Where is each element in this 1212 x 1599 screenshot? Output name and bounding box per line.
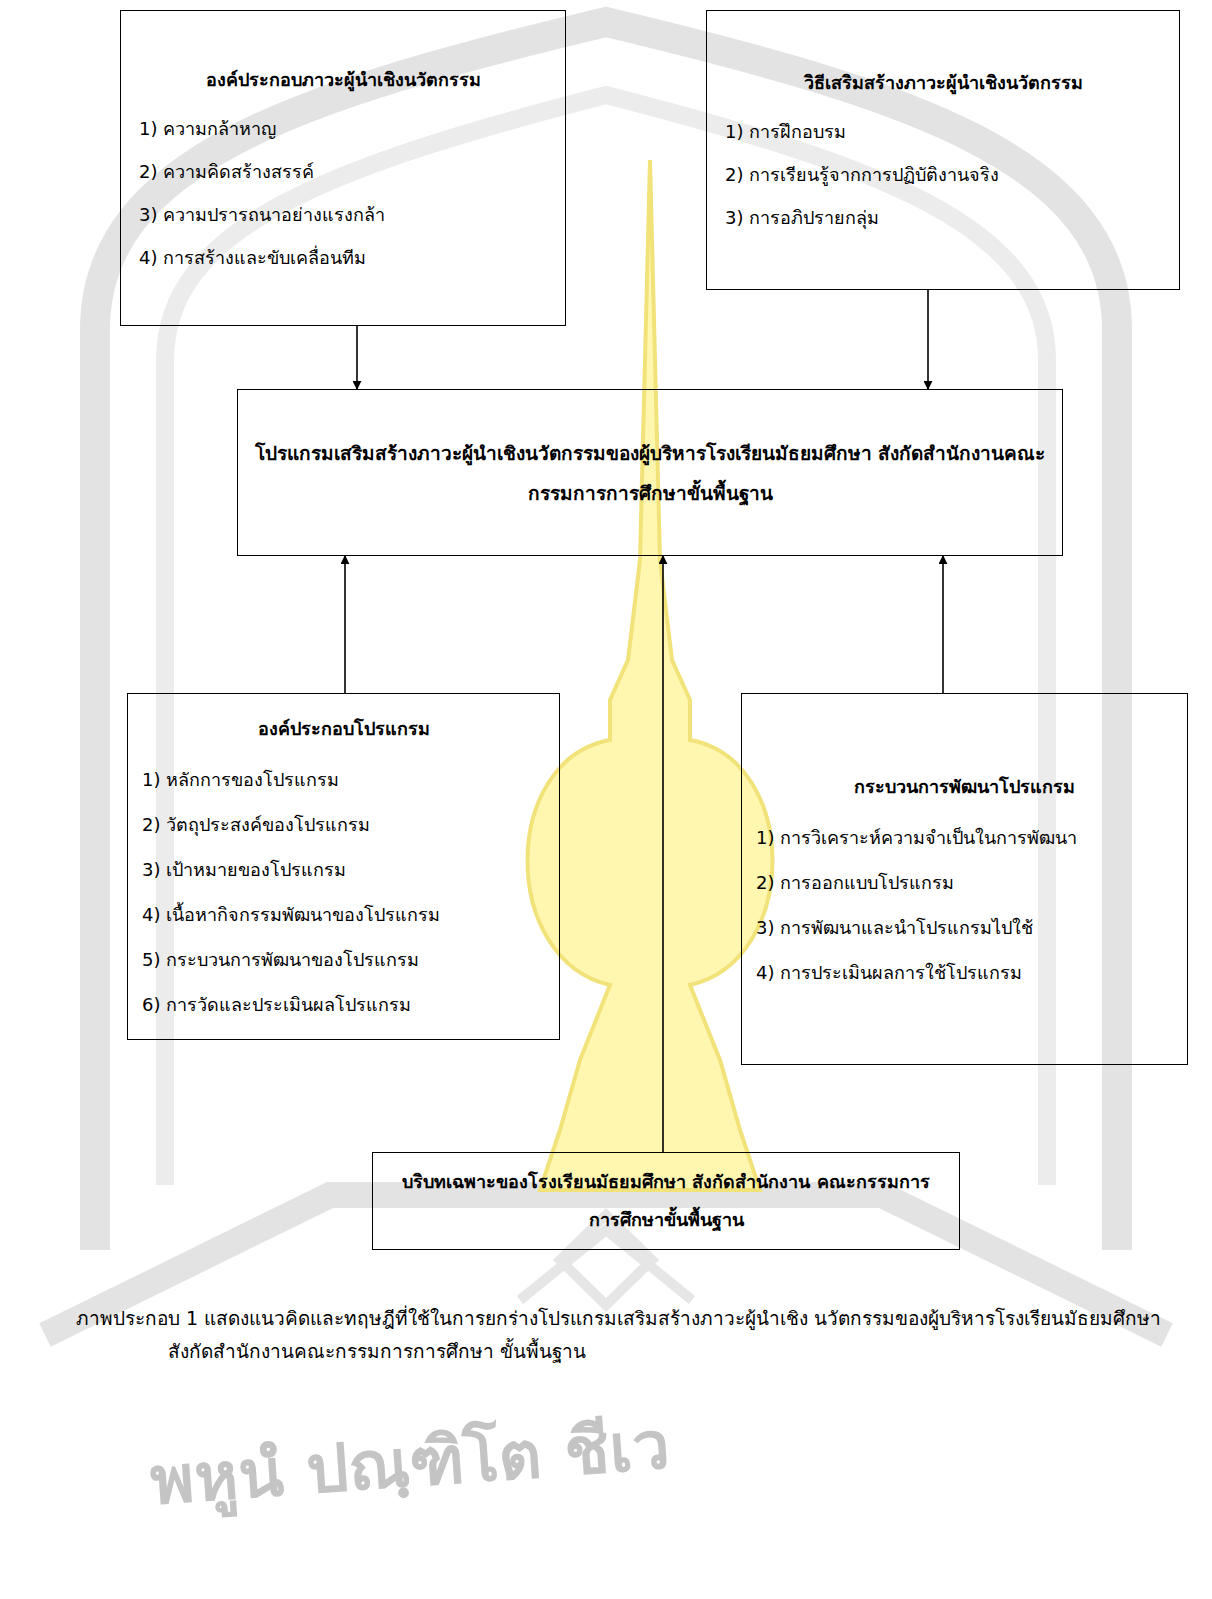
arrow-connector	[356, 326, 358, 389]
list-item: 6) การวัดและประเมินผลโปรแกรม	[142, 982, 545, 1027]
concept-box: บริบทเฉพาะของโรงเรียนมัธยมศึกษา สังกัดสำ…	[372, 1152, 960, 1250]
list-item: 1) ความกล้าหาญ	[139, 107, 547, 150]
box-heading: บริบทเฉพาะของโรงเรียนมัธยมศึกษา สังกัดสำ…	[387, 1163, 945, 1239]
list-item: 3) การอภิปรายกลุ่ม	[725, 196, 1161, 239]
arrow-connector	[942, 556, 944, 693]
list-item: 5) กระบวนการพัฒนาของโปรแกรม	[142, 937, 545, 982]
arrow-connector	[344, 556, 346, 693]
list-item: 1) หลักการของโปรแกรม	[142, 757, 545, 802]
arrow-connector	[927, 290, 929, 389]
list-item: 3) เป้าหมายของโปรแกรม	[142, 847, 545, 892]
concept-box: องค์ประกอบภาวะผู้นำเชิงนวัตกรรม 1) ความกล…	[120, 10, 566, 326]
concept-box: องค์ประกอบโปรแกรม 1) หลักการของโปรแกรม2) …	[127, 693, 560, 1040]
list-item: 4) การสร้างและขับเคลื่อนทีม	[139, 236, 547, 279]
concept-box: โปรแกรมเสริมสร้างภาวะผู้นำเชิงนวัตกรรมขอ…	[237, 389, 1063, 556]
box-heading: องค์ประกอบโปรแกรม	[142, 706, 545, 751]
list-item: 3) ความปรารถนาอย่างแรงกล้า	[139, 193, 547, 236]
box-heading: วิธีเสริมสร้างภาวะผู้นำเชิงนวัตกรรม	[725, 61, 1161, 104]
list-item: 1) การฝึกอบรม	[725, 110, 1161, 153]
list-item: 4) เนื้อหากิจกรรมพัฒนาของโปรแกรม	[142, 892, 545, 937]
list-item: 4) การประเมินผลการใช้โปรแกรม	[756, 950, 1173, 995]
list-item: 2) การออกแบบโปรแกรม	[756, 860, 1173, 905]
list-item: 2) การเรียนรู้จากการปฏิบัติงานจริง	[725, 153, 1161, 196]
concept-box: กระบวนการพัฒนาโปรแกรม 1) การวิเคราะห์ความ…	[741, 693, 1188, 1065]
watermark-tower	[528, 160, 773, 1190]
list-item: 2) วัตถุประสงค์ของโปรแกรม	[142, 802, 545, 847]
list-item: 2) ความคิดสร้างสรรค์	[139, 150, 547, 193]
list-item: 1) การวิเคราะห์ความจำเป็นในการพัฒนา	[756, 815, 1173, 860]
figure-caption: ภาพประกอบ 1 แสดงแนวคิดและทฤษฎีที่ใช้ในกา…	[76, 1302, 1186, 1368]
box-heading: องค์ประกอบภาวะผู้นำเชิงนวัตกรรม	[139, 58, 547, 101]
watermark-arch	[95, 22, 1117, 1250]
box-heading: กระบวนการพัฒนาโปรแกรม	[756, 764, 1173, 809]
list-item: 3) การพัฒนาและนำโปรแกรมไปใช้	[756, 905, 1173, 950]
arrow-connector	[662, 556, 664, 1152]
box-heading: โปรแกรมเสริมสร้างภาวะผู้นำเชิงนวัตกรรมขอ…	[254, 433, 1046, 513]
watermark-text: พหูนํ ปณฺฑิโต ชีเว	[147, 1392, 673, 1533]
concept-box: วิธีเสริมสร้างภาวะผู้นำเชิงนวัตกรรม 1) กา…	[706, 10, 1180, 290]
